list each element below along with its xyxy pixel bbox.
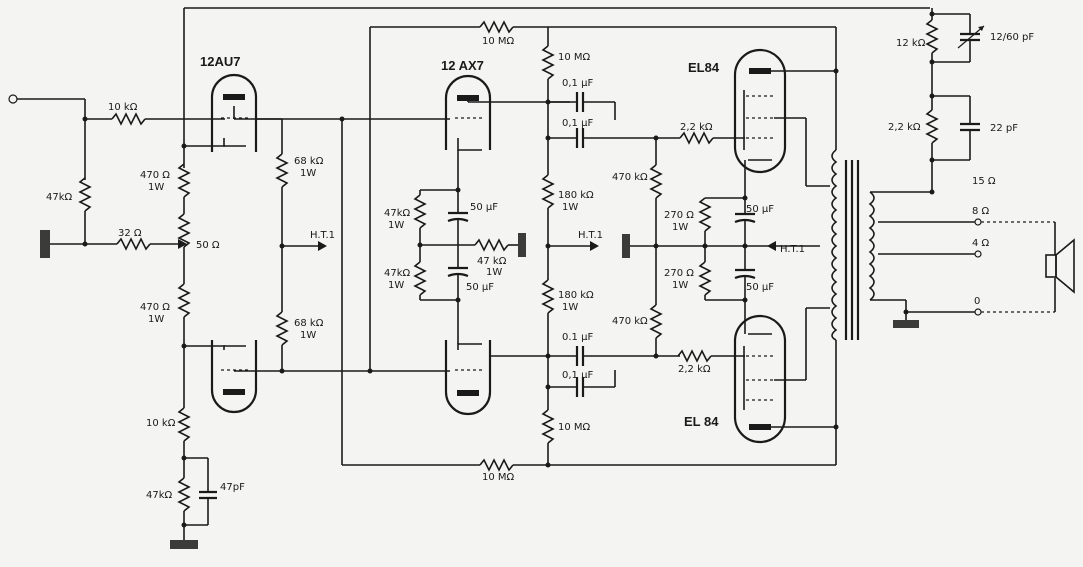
resistor-feedback-bottom (479, 459, 514, 471)
resistor-47k-low (178, 477, 190, 512)
resistor-47k-b (414, 261, 426, 296)
label-c-50-d: 50 μF (746, 282, 774, 293)
label-ht1-a: H.T.1 (310, 230, 335, 241)
label-tap-4: 4 Ω (972, 238, 990, 249)
label-r-47k-a: 47kΩ (384, 208, 411, 219)
resistor-10k-low (178, 407, 190, 442)
label-r-10m-bottom: 10 MΩ (558, 422, 591, 433)
label-tap-15: 15 Ω (972, 176, 996, 187)
label-r-50: 50 Ω (196, 240, 220, 251)
resistor-2k2-feedback (926, 109, 938, 144)
resistor-270-b (699, 261, 711, 296)
label-r-180k-b-w: 1W (562, 302, 578, 313)
input-terminal (8, 94, 18, 104)
label-tube-el84-bottom: EL 84 (684, 414, 719, 429)
label-r-12k: 12 kΩ (896, 38, 926, 49)
label-c-50-a: 50 μF (470, 202, 498, 213)
label-c-01-a: 0,1 μF (562, 78, 593, 89)
loudspeaker-icon (1045, 238, 1075, 294)
label-tube-12ax7: 12 AX7 (441, 58, 484, 73)
resistor-470k-b (650, 304, 662, 339)
output-transformer (831, 149, 875, 341)
label-r-input: 10 kΩ (108, 102, 138, 113)
label-r-68k-b: 68 kΩ (294, 318, 324, 329)
resistor-470a (178, 163, 190, 198)
label-ht1-c: H.T.1 (780, 244, 805, 255)
label-r-feedback-bottom: 10 MΩ (482, 472, 515, 483)
label-r-270-b: 270 Ω (664, 268, 694, 279)
label-tap-0: 0 (974, 296, 980, 307)
tube-12au7-bottom (210, 340, 258, 414)
label-r-68k-b-w: 1W (300, 330, 316, 341)
label-r-270-a-w: 1W (672, 222, 688, 233)
resistor-470k-a (650, 164, 662, 199)
label-r-47k-a-w: 1W (388, 220, 404, 231)
label-r-470a: 470 Ω (140, 170, 170, 181)
label-r-47k-left: 47kΩ (46, 192, 73, 203)
label-r-2k2-a: 2,2 kΩ (680, 122, 713, 133)
label-c-22p: 22 pF (990, 123, 1018, 134)
tube-el84-bottom (733, 314, 787, 444)
label-r-470k-a: 470 kΩ (612, 172, 648, 183)
label-r-470b-w: 1W (148, 314, 164, 325)
tube-el84-top (733, 48, 787, 174)
label-r-470a-w: 1W (148, 182, 164, 193)
resistor-12k (926, 19, 938, 54)
label-r-180k-a-w: 1W (562, 202, 578, 213)
label-r-180k-b: 180 kΩ (558, 290, 594, 301)
resistor-68k-b (276, 311, 288, 346)
resistor-32 (116, 238, 151, 250)
label-r-2k2-feedback: 2,2 kΩ (888, 122, 921, 133)
resistor-68k-a (276, 153, 288, 188)
label-r-470b: 470 Ω (140, 302, 170, 313)
resistor-47k-left (79, 177, 91, 212)
label-r-47k-mid: 47 kΩ (477, 256, 507, 267)
label-r-47k-b-w: 1W (388, 280, 404, 291)
label-r-68k-a: 68 kΩ (294, 156, 324, 167)
label-r-10k-low: 10 kΩ (146, 418, 176, 429)
label-c-50-b: 50 μF (466, 282, 494, 293)
resistor-2k2-a (679, 132, 714, 144)
resistor-270-a (699, 197, 711, 232)
label-tap-8: 8 Ω (972, 206, 990, 217)
label-r-270-a: 270 Ω (664, 210, 694, 221)
resistor-10m-top (542, 45, 554, 80)
label-c-01-d: 0,1 μF (562, 370, 593, 381)
label-c-50-c: 50 μF (746, 204, 774, 215)
label-c-47p: 47pF (220, 482, 245, 493)
label-r-47k-b: 47kΩ (384, 268, 411, 279)
resistor-180k-b (542, 279, 554, 314)
label-r-32: 32 Ω (118, 228, 142, 239)
label-r-2k2-b: 2,2 kΩ (678, 364, 711, 375)
ground-symbol-bottom (170, 540, 198, 549)
label-r-270-b-w: 1W (672, 280, 688, 291)
resistor-47k-mid (474, 239, 509, 251)
resistor-47k-a (414, 194, 426, 229)
resistor-feedback-top (479, 21, 514, 33)
label-r-180k-a: 180 kΩ (558, 190, 594, 201)
label-tube-12au7: 12AU7 (200, 54, 240, 69)
label-c-01-c: 0.1 μF (562, 332, 593, 343)
resistor-470b (178, 283, 190, 318)
label-r-470k-b: 470 kΩ (612, 316, 648, 327)
label-r-68k-a-w: 1W (300, 168, 316, 179)
junction-dots (82, 11, 935, 528)
label-r-47k-mid-w: 1W (486, 267, 502, 278)
tube-12ax7-bottom (444, 340, 492, 416)
label-ht1-b: H.T.1 (578, 230, 603, 241)
resistor-180k-a (542, 174, 554, 209)
tube-12ax7-top (444, 74, 492, 151)
resistor-10m-bottom (542, 409, 554, 444)
label-c-var: 12/60 pF (990, 32, 1034, 43)
resistor-2k2-b (677, 350, 712, 362)
label-r-10m-top: 10 MΩ (558, 52, 591, 63)
label-r-47k-low: 47kΩ (146, 490, 173, 501)
label-c-01-b: 0,1 μF (562, 118, 593, 129)
ground-symbol-left (40, 230, 85, 258)
label-r-feedback-top: 10 MΩ (482, 36, 515, 47)
resistor-input (111, 113, 146, 125)
label-tube-el84-top: EL84 (688, 60, 720, 75)
